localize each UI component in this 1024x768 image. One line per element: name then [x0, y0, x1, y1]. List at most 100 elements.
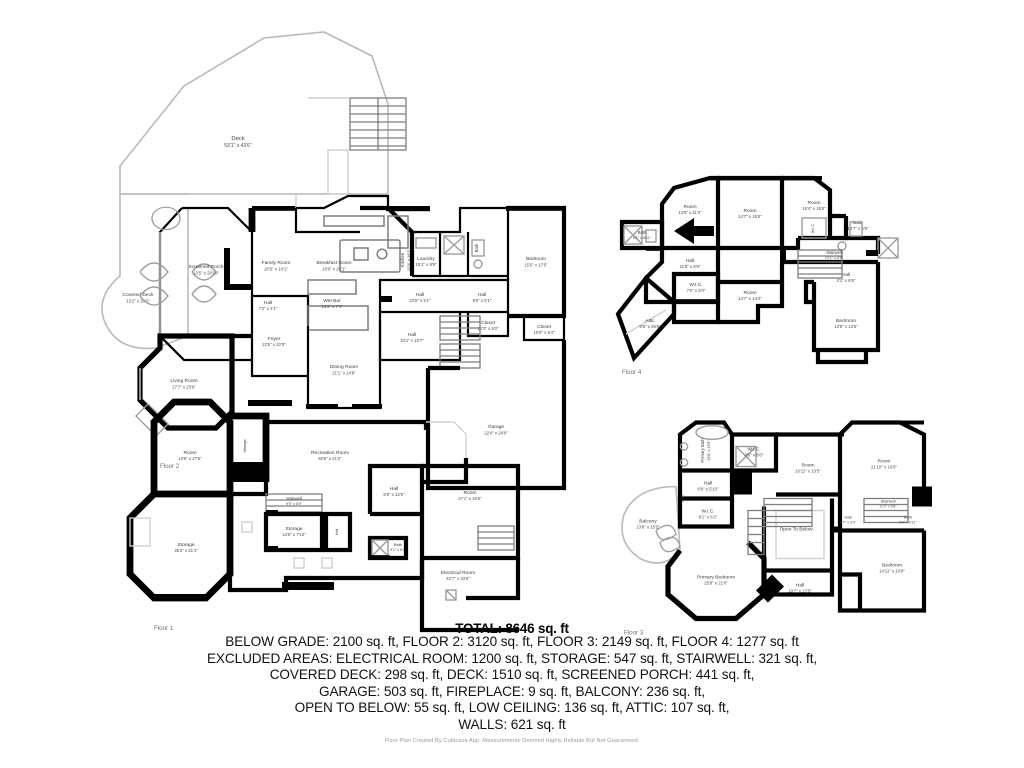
- total-area-text: TOTAL: 8646 sq. ft: [455, 621, 569, 636]
- room-dim: 6'9" x 9'11": [899, 521, 917, 525]
- room-label: Garage: [488, 424, 505, 430]
- room-dim: 11'8" x 8'9": [680, 264, 701, 269]
- room-label: Recreation Room: [311, 450, 349, 456]
- room-dim: 53'1" x 43'6": [224, 143, 252, 149]
- summary-line: GARAGE: 503 sq. ft, FIREPLACE: 9 sq. ft,…: [318, 683, 705, 699]
- room-dim: 15'4" x 15'5": [802, 206, 826, 211]
- floor-plan-floor-2: Deck 53'1" x 43'6" Covered Deck 13'2" x …: [68, 16, 568, 491]
- floor-caption: Floor 2: [160, 463, 180, 470]
- footer-credit: Floor Plan Created By Cubicasa App. Meas…: [384, 738, 640, 744]
- room-label: Hall: [686, 258, 694, 264]
- room-dim: 13'8" x 11'3": [678, 210, 702, 215]
- room-label: Bath: [853, 220, 863, 226]
- area-summary: BELOW GRADE: 2100 sq. ft, FLOOR 2: 3120 …: [0, 634, 1024, 734]
- room-label: Hall: [842, 272, 850, 278]
- summary-line: EXCLUDED AREAS: ELECTRICAL ROOM: 1200 sq…: [206, 650, 818, 666]
- room-label: Room: [183, 450, 196, 456]
- room-label: Room: [463, 490, 476, 496]
- room-dim: 15'5" x 17'5": [524, 262, 548, 267]
- room-label: Room: [877, 459, 890, 465]
- room-label: Closet: [537, 324, 552, 330]
- floor-caption: Floor 4: [622, 369, 642, 376]
- room-dim: 35'2" x 21'1": [174, 548, 198, 553]
- room-label: Bath: [394, 542, 402, 547]
- room-label: Bath: [904, 515, 912, 520]
- room-label: Primary Bedroom: [697, 575, 735, 581]
- floor-caption: Floor 3: [624, 630, 644, 637]
- room-dim: 9'5" x 29'6": [639, 324, 661, 329]
- room-dim: 20'5" x 14'1": [264, 266, 288, 271]
- room-dim: 13'8" x 15'5": [636, 525, 660, 530]
- room-label: Bedroom: [836, 318, 856, 324]
- room-label-vertical: Primary Bath: [700, 438, 705, 463]
- floor-plan-floor-3: Balcony 13'8" x 15'5" Primary Bath 19'8"…: [608, 418, 938, 643]
- room-dim: 13'8" x 13'5": [834, 324, 858, 329]
- room-label: Closet: [481, 320, 496, 326]
- summary-line: WALLS: 621 sq. ft: [458, 716, 566, 732]
- room-label: Hall: [264, 300, 272, 306]
- room-dim: 14'7" x 6'9": [847, 226, 869, 231]
- room-dim: 9'5" x 8'0": [745, 453, 764, 458]
- room-label: Hall: [416, 292, 424, 298]
- room-label: Bedroom: [882, 563, 902, 569]
- room-label: Living Room: [170, 378, 197, 384]
- room-label-vertical: Hall: [335, 529, 339, 536]
- room-dim: 13'3" x 7'4": [321, 304, 343, 309]
- room-dim: 11'3" x 6'8": [879, 505, 897, 509]
- room-label: Storage: [285, 526, 302, 532]
- room-label: Dining Room: [330, 364, 358, 370]
- room-dim: 13'2" x 20'2": [126, 298, 150, 303]
- room-label: Kitchen: [400, 252, 405, 267]
- room-dim: 9'1" x 6'2": [699, 515, 718, 520]
- room-dim: 6'7" x 3'9": [840, 521, 856, 525]
- room-dim: 21'10" x 16'8": [871, 465, 897, 470]
- room-label: Bath: [638, 230, 647, 235]
- floor-plan-floor-4: Bath 9'1" x 8'11" Room 13'8" x 11'3" Roo…: [606, 150, 926, 380]
- room-dim: 7'2" x 4'1": [259, 306, 278, 311]
- room-dim-vertical: 19'8" x 13'6": [707, 440, 711, 461]
- room-label: Stairwell: [880, 499, 895, 504]
- room-label: Room: [683, 204, 696, 210]
- room-label: Open To Below: [779, 527, 813, 533]
- summary-line: COVERED DECK: 298 sq. ft, DECK: 1510 sq.…: [269, 667, 755, 683]
- room-label: Hall: [845, 515, 852, 520]
- room-label: Covered Deck: [123, 292, 155, 298]
- room-dim: 21'1" x 14'8": [332, 370, 356, 375]
- room-label: Family Room: [262, 260, 291, 266]
- room-dim: 10'1" x 10'7": [400, 338, 424, 343]
- room-dim: 13'6" x 27'5": [178, 456, 202, 461]
- room-label: Electrical Room: [441, 570, 475, 576]
- room-label: Attic: [645, 318, 655, 324]
- room-label: Hall: [478, 292, 486, 298]
- room-dim: 14'7" x 14'4": [738, 296, 762, 301]
- room-label: W.I.C.: [689, 282, 702, 288]
- room-label: Deck: [231, 136, 244, 142]
- summary-line: BELOW GRADE: 2100 sq. ft, FLOOR 2: 3120 …: [225, 634, 799, 649]
- room-dim: 16'11" x 13'5": [795, 469, 821, 474]
- room-label: Foyer: [268, 336, 281, 342]
- room-label: Screened Porch: [188, 264, 223, 270]
- room-dim: 15'0" x 20'1": [322, 266, 346, 271]
- room-dim: 21'1" x 6'5": [825, 256, 844, 260]
- room-label: Hall: [408, 332, 416, 338]
- room-dim: 8'6" x 5'1": [473, 298, 492, 303]
- room-dim: 14'11" x 16'8": [879, 569, 905, 574]
- room-dim: 10'7" x 17'5": [788, 589, 812, 594]
- room-dim: 22'5" x 5'1": [409, 298, 431, 303]
- room-label: Hall: [390, 486, 398, 492]
- room-label: Breakfast Room: [316, 260, 351, 266]
- room-dim: 10'0" x 6'0": [477, 326, 499, 331]
- summary-line: OPEN TO BELOW: 55 sq. ft, LOW CEILING: 1…: [294, 700, 730, 716]
- room-label: W.I.C.: [747, 447, 760, 453]
- room-label-vertical: Hall: [681, 495, 685, 502]
- room-dim: 22'6" x 22'0": [262, 342, 286, 347]
- room-label: W.I.C.: [701, 509, 714, 515]
- room-label: Bath: [474, 243, 479, 252]
- room-label: Storage: [177, 542, 194, 548]
- room-label: Wet Bar: [323, 298, 341, 304]
- room-label-vertical: Storage: [243, 439, 247, 452]
- room-label: Room: [743, 208, 756, 214]
- room-dim: 8'9" x 5'10": [697, 487, 719, 492]
- room-dim: 9'1" x 8'11": [633, 236, 652, 240]
- room-dim: 42'7" x 33'6": [446, 576, 470, 581]
